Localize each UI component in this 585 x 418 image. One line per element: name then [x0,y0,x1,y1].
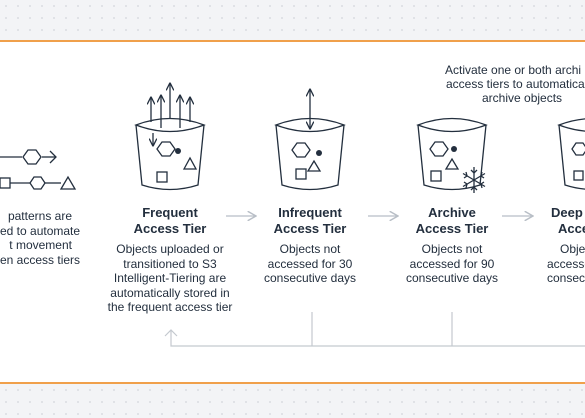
tier-description: Objects uploaded or transitioned to S3 I… [95,242,245,315]
note-line: patterns are [7,209,72,223]
archive-activation-note: Activate one or both archi access tiers … [445,63,585,105]
tier-title-line: Access Tier [273,221,347,236]
tier-title: Archive Access Tier [392,205,512,237]
tier-title: Deep Acce [545,205,585,237]
desc-line: transitioned to S3 [123,256,217,271]
return-flow-connector [164,312,585,347]
up-down-arrow-icon [151,84,190,145]
desc-line: Objects not [279,242,341,256]
tier-title: Infrequent Access Tier [250,205,370,237]
tier-deep-archive: Deep Acce Obje accesse consecu [545,205,585,286]
note-line: access tiers to automatica [446,77,585,91]
tier-title-line: Infrequent [278,205,342,220]
note-line: t movement [9,238,72,252]
tier-frequent: Frequent Access Tier Objects uploaded or… [95,205,245,315]
bucket-icon [417,117,487,191]
snowflake-icon [462,167,486,193]
desc-line: consecutive days [263,271,357,285]
note-line: en access tiers [0,252,81,267]
tier-title-line: Deep [551,205,583,220]
tier-title-line: Acce [558,221,585,236]
desc-line: consecutive days [405,271,499,285]
tier-description: Objects not accessed for 30 consecutive … [250,242,370,286]
desc-line: accessed for 30 [267,256,353,271]
tier-description: Obje accesse consecu [545,242,585,286]
bucket-icon [558,117,585,191]
tier-title-line: Access Tier [415,221,489,236]
note-line: ed to automate [0,223,81,238]
desc-line: Objects uploaded or [116,242,224,256]
access-pattern-icon [0,149,77,190]
tier-title-line: Access Tier [133,221,207,236]
desc-line: accessed for 90 [409,256,495,271]
content-band [0,40,585,384]
desc-line: automatically stored in [110,285,230,300]
tier-title-line: Frequent [142,205,198,220]
desc-line: the frequent access tier [107,300,233,314]
bucket-icon [135,117,205,191]
note-line: Activate one or both archi [445,63,582,77]
desc-line: accesse [547,256,585,271]
desc-line: consecu [547,271,585,285]
tier-description: Objects not accessed for 90 consecutive … [392,242,512,286]
bucket-icon [275,117,345,191]
tier-title: Frequent Access Tier [95,205,245,237]
desc-line: Intelligent-Tiering are [113,271,227,285]
note-line: archive objects [482,91,563,105]
access-pattern-note: patterns are ed to automate t movement e… [0,209,81,267]
tier-infrequent: Infrequent Access Tier Objects not acces… [250,205,370,286]
tier-title-line: Archive [428,205,476,220]
tier-archive: Archive Access Tier Objects not accessed… [392,205,512,286]
desc-line: Objects not [421,242,483,256]
desc-line: Obje [560,242,585,256]
